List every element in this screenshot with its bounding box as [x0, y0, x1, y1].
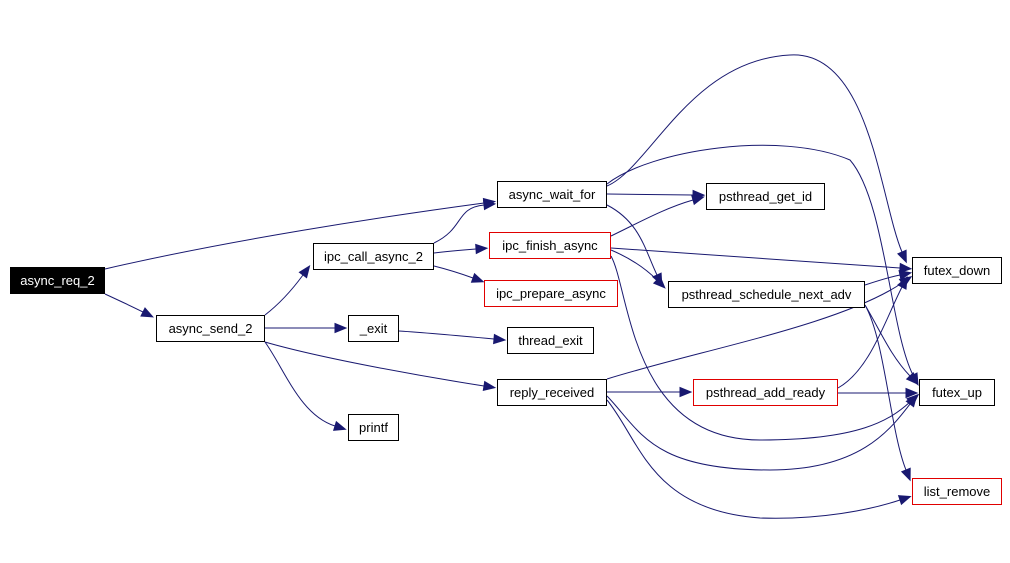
node-async-wait-for[interactable]: async_wait_for	[497, 181, 607, 208]
edge-line	[433, 204, 485, 244]
arrowhead-icon	[333, 420, 347, 431]
edge-async-send-2-to-printf	[264, 341, 347, 431]
edge-async-wait-for-to-psthread-get-id	[606, 189, 706, 201]
arrowhead-icon	[470, 272, 485, 283]
arrowhead-icon	[900, 467, 911, 482]
node-async-req-2[interactable]: async_req_2	[10, 267, 105, 294]
arrowhead-icon	[482, 199, 497, 211]
node-psthread-get-id[interactable]: psthread_get_id	[706, 183, 825, 210]
node-futex-down[interactable]: futex_down	[912, 257, 1002, 284]
node-printf[interactable]: printf	[348, 414, 399, 441]
node-list-remove[interactable]: list_remove	[912, 478, 1002, 505]
edge-line	[837, 286, 903, 389]
edge-line	[606, 193, 694, 196]
edge-async-send-2-to-reply-received	[264, 341, 497, 392]
edge-line	[610, 247, 901, 269]
node-thread-exit[interactable]: thread_exit	[507, 327, 594, 354]
edge-async-wait-for-to-futex-down	[606, 54, 907, 264]
node-ipc-call-async-2[interactable]: ipc_call_async_2	[313, 243, 434, 270]
edge-psthread-schedule-next-adv-to-list-remove	[864, 304, 911, 482]
edge-line	[864, 274, 901, 286]
arrowhead-icon	[898, 269, 913, 281]
edge-reply-received-to-list-remove	[606, 399, 912, 519]
edge-async-req-2-to-async-send-2	[104, 293, 154, 318]
node-psthread-schedule-next-adv[interactable]: psthread_schedule_next_adv	[668, 281, 865, 308]
edge-line	[606, 204, 658, 276]
arrowhead-icon	[493, 333, 507, 345]
edge-exit-to-thread-exit	[398, 330, 507, 345]
edge-line	[433, 248, 477, 254]
edge-async-send-2-to-ipc-call-async-2	[264, 265, 311, 316]
edge-line	[606, 282, 903, 380]
edge-ipc-call-async-2-to-async-wait-for	[433, 199, 497, 244]
edge-line	[104, 293, 144, 313]
edge-async-send-2-to-exit	[265, 322, 348, 334]
arrowhead-icon	[652, 275, 666, 289]
edge-line	[104, 202, 485, 270]
arrowhead-icon	[897, 276, 908, 290]
edge-line	[610, 255, 911, 441]
edge-line	[433, 265, 474, 279]
edge-async-wait-for-to-futex-up	[606, 144, 919, 386]
node-ipc-finish-async[interactable]: ipc_finish_async	[489, 232, 611, 259]
edge-line	[610, 249, 658, 281]
arrowhead-icon	[897, 495, 912, 506]
edge-line	[864, 304, 907, 471]
edge-psthread-schedule-next-adv-to-futex-up	[864, 304, 919, 385]
edge-line	[264, 341, 485, 387]
arrowhead-icon	[482, 380, 497, 392]
node-ipc-prepare-async[interactable]: ipc_prepare_async	[484, 280, 618, 307]
edge-line	[606, 399, 901, 519]
edge-line	[606, 395, 911, 471]
node-reply-received[interactable]: reply_received	[497, 379, 607, 406]
edge-reply-received-to-psthread-add-ready	[607, 386, 693, 398]
edge-reply-received-to-futex-up	[606, 394, 918, 471]
edge-line	[606, 54, 903, 253]
node-psthread-add-ready[interactable]: psthread_add_ready	[693, 379, 838, 406]
edge-line	[864, 304, 911, 377]
arrowhead-icon	[897, 249, 907, 264]
edge-line	[606, 144, 914, 376]
arrowhead-icon	[334, 322, 348, 334]
node-async-send-2[interactable]: async_send_2	[156, 315, 265, 342]
edge-ipc-finish-async-to-futex-down	[610, 247, 913, 274]
arrowhead-icon	[899, 262, 913, 274]
edge-ipc-finish-async-to-psthread-schedule-next-adv	[610, 249, 666, 289]
edge-line	[264, 341, 336, 427]
edge-psthread-schedule-next-adv-to-futex-down	[864, 269, 913, 286]
edge-ipc-call-async-2-to-ipc-finish-async	[433, 243, 489, 255]
arrowhead-icon	[679, 386, 693, 398]
edge-line	[610, 199, 694, 237]
edge-async-wait-for-to-psthread-schedule-next-adv	[606, 204, 663, 287]
edge-psthread-add-ready-to-futex-up	[838, 387, 919, 399]
arrowhead-icon	[905, 372, 919, 385]
call-edges	[104, 54, 920, 519]
arrowhead-icon	[140, 307, 154, 318]
node-exit[interactable]: _exit	[348, 315, 399, 342]
arrowhead-icon	[475, 243, 489, 255]
arrowhead-icon	[298, 265, 311, 279]
edge-ipc-finish-async-to-psthread-get-id	[610, 195, 705, 237]
node-futex-up[interactable]: futex_up	[919, 379, 995, 406]
arrowhead-icon	[905, 387, 919, 399]
arrowhead-icon	[691, 195, 705, 206]
edge-async-req-2-to-async-wait-for	[104, 197, 497, 270]
edge-psthread-add-ready-to-futex-down	[837, 276, 908, 389]
arrowhead-icon	[905, 394, 918, 408]
edge-line	[398, 330, 495, 340]
edge-line	[264, 274, 304, 316]
edge-ipc-call-async-2-to-ipc-prepare-async	[433, 265, 485, 283]
